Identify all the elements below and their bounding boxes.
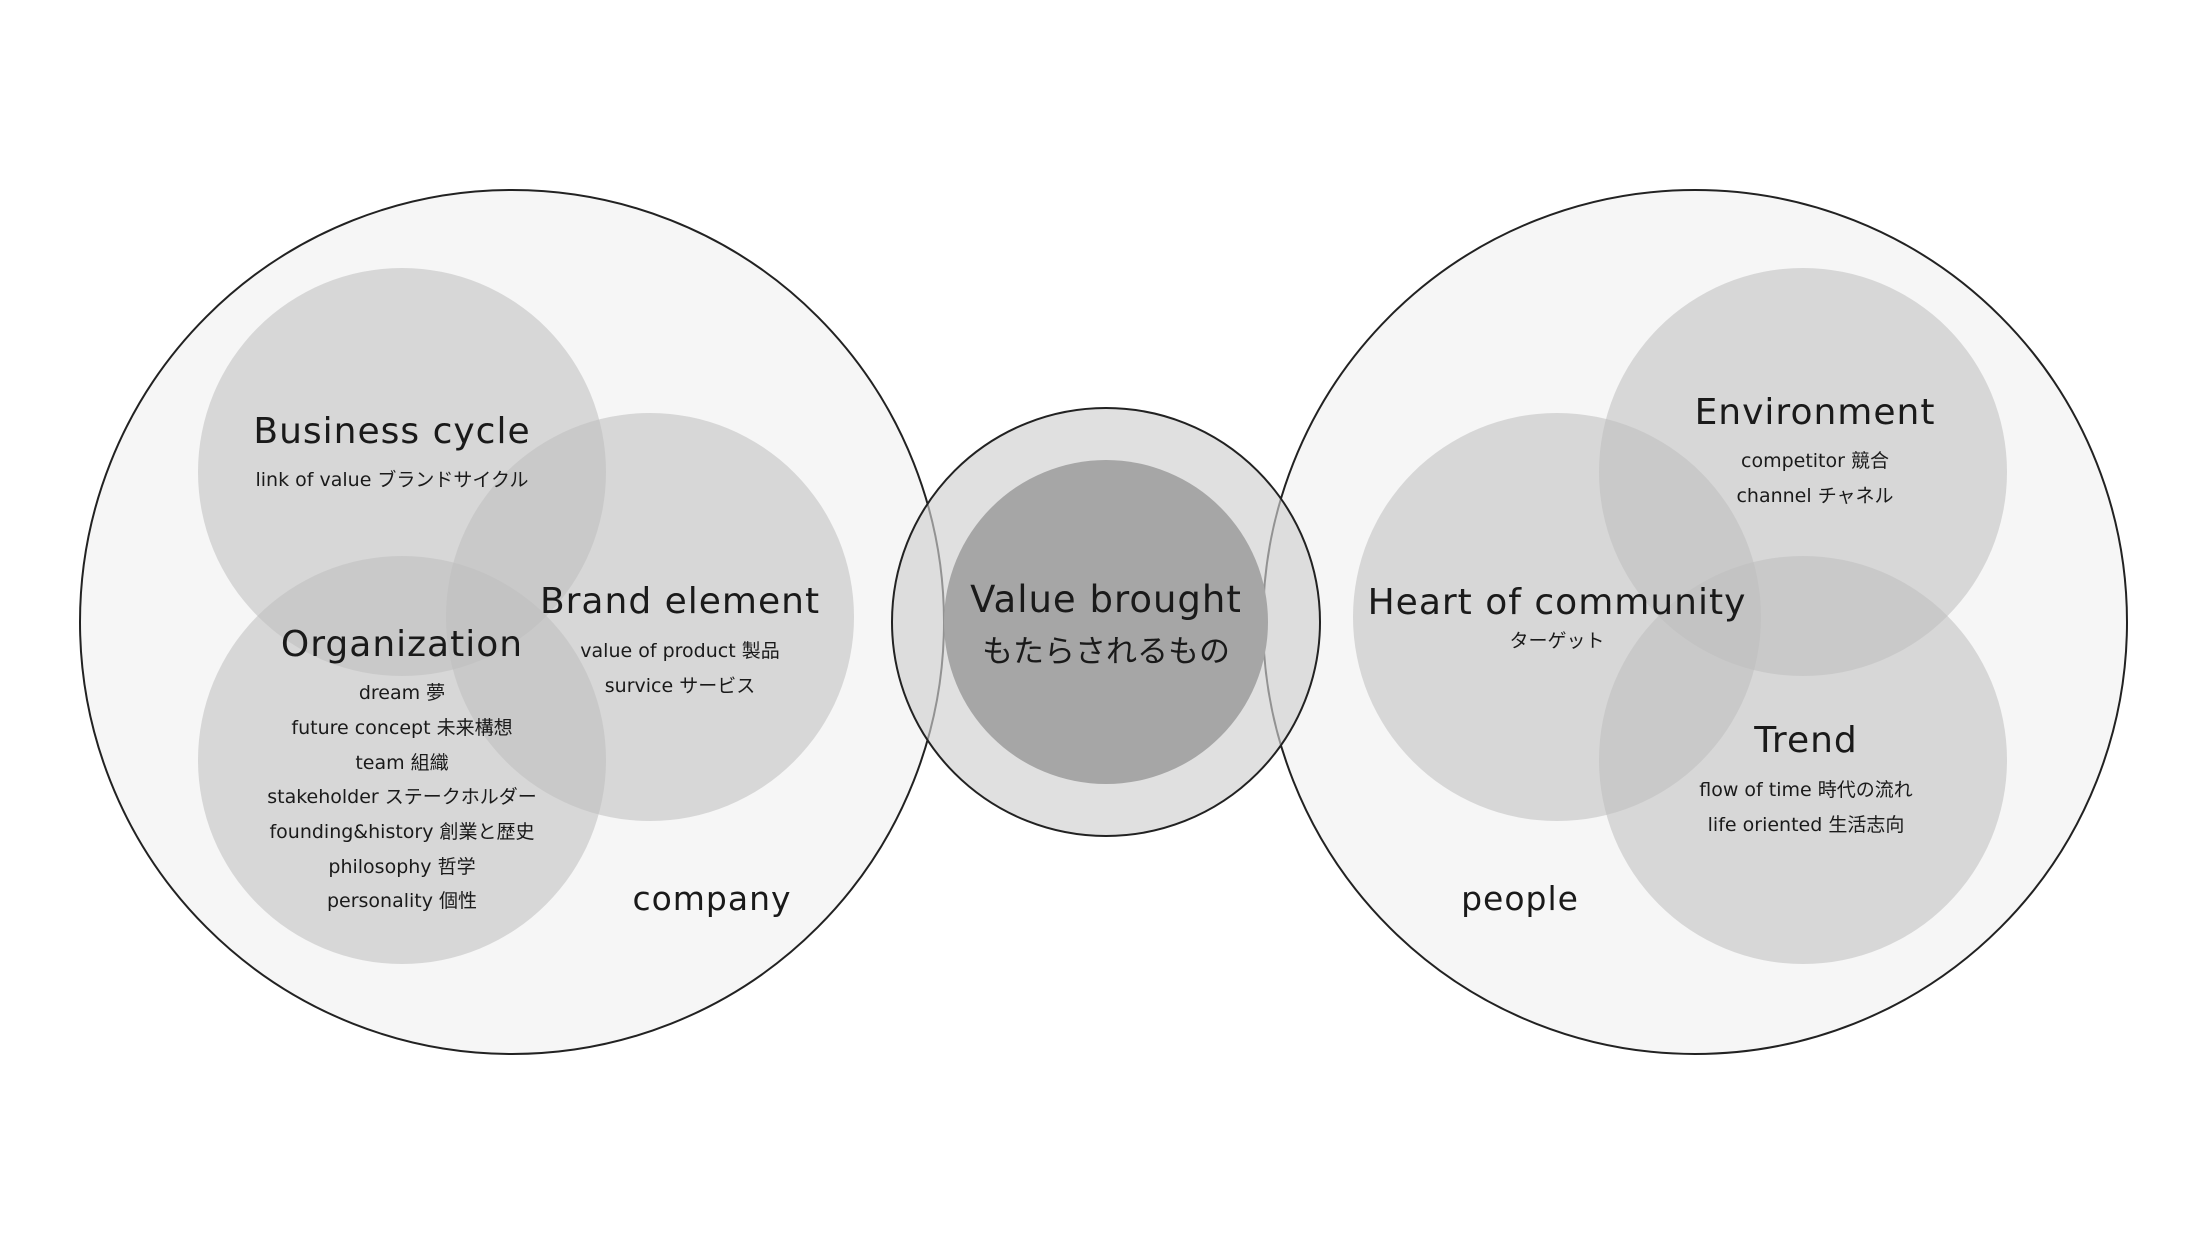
trend-circle xyxy=(1599,556,2007,964)
value-brought-title: Value brought xyxy=(970,578,1242,621)
organization-title: Organization xyxy=(281,624,523,665)
organization-block: Organization dream 夢 future concept 未来構想… xyxy=(267,624,537,912)
organization-item: personality 個性 xyxy=(327,890,477,912)
organization-circle xyxy=(198,556,606,964)
trend-block: Trend flow of time 時代の流れ life oriented 生… xyxy=(1699,720,1913,836)
people-sub-circles xyxy=(1353,268,2007,964)
people-label: people xyxy=(1461,879,1579,918)
brand-element-block: Brand element value of product 製品 survic… xyxy=(540,581,820,697)
center-inner-circle xyxy=(944,460,1268,784)
value-brought-subtitle: もたらされるもの xyxy=(982,634,1230,670)
organization-item: philosophy 哲学 xyxy=(328,856,475,878)
organization-item: team 組織 xyxy=(355,752,448,774)
trend-item: life oriented 生活志向 xyxy=(1708,814,1905,836)
business-cycle-block: Business cycle link of value ブランドサイクル xyxy=(253,411,530,491)
organization-item: stakeholder ステークホルダー xyxy=(267,786,537,808)
value-brought-block: Value brought もたらされるもの xyxy=(970,578,1242,670)
business-cycle-title: Business cycle xyxy=(253,411,530,452)
brand-element-item: survice サービス xyxy=(605,675,755,697)
trend-title: Trend xyxy=(1753,720,1858,761)
heart-of-community-title: Heart of community xyxy=(1368,582,1747,623)
company-sub-circles xyxy=(198,268,854,964)
environment-block: Environment competitor 競合 channel チャネル xyxy=(1695,392,1936,507)
heart-of-community-item: ターゲット xyxy=(1509,630,1604,652)
environment-item: channel チャネル xyxy=(1736,485,1893,507)
trend-item: flow of time 時代の流れ xyxy=(1699,779,1913,801)
heart-of-community-block: Heart of community ターゲット xyxy=(1368,582,1747,652)
brand-element-item: value of product 製品 xyxy=(580,640,779,662)
environment-item: competitor 競合 xyxy=(1741,450,1889,472)
brand-element-title: Brand element xyxy=(540,581,820,622)
company-label: company xyxy=(632,879,791,918)
organization-item: dream 夢 xyxy=(359,682,445,704)
business-cycle-item: link of value ブランドサイクル xyxy=(256,468,529,491)
environment-title: Environment xyxy=(1695,392,1936,433)
organization-item: founding&history 創業と歴史 xyxy=(269,821,534,843)
organization-item: future concept 未来構想 xyxy=(291,717,512,739)
